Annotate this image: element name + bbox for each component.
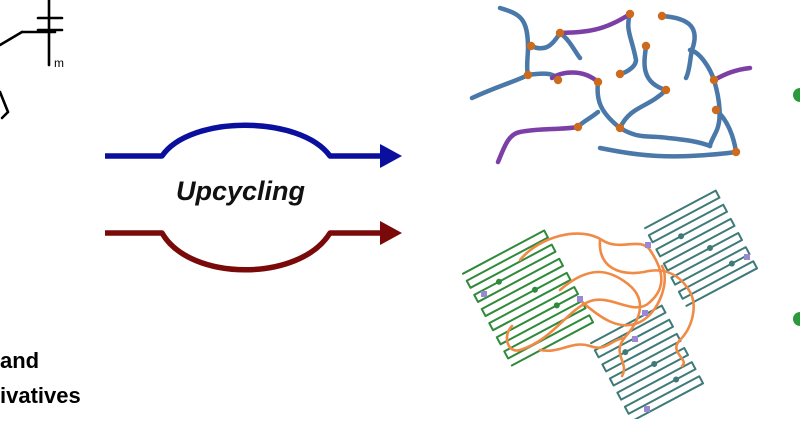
crosslink-nodes (523, 9, 741, 157)
lamella-ends (481, 242, 750, 412)
upcycling-arrow-red (105, 221, 402, 273)
crosslinked-network (469, 5, 753, 165)
monomer-structure (0, 0, 64, 120)
left-caption-line2: ivatives (0, 383, 81, 408)
upcycling-arrow-blue (105, 122, 402, 168)
bullet-dot-bottom (793, 312, 800, 326)
bullet-dot-top (793, 88, 800, 102)
monomer-subscript: m (54, 56, 64, 70)
upcycling-label: Upcycling (176, 176, 306, 206)
tie-chains (505, 232, 695, 378)
left-caption-line1: and (0, 348, 40, 373)
lamella-teal-top (644, 189, 759, 307)
lamella-teal-bottom (590, 304, 705, 422)
lamella-green (461, 229, 595, 367)
semicrystalline-structure (461, 189, 759, 422)
